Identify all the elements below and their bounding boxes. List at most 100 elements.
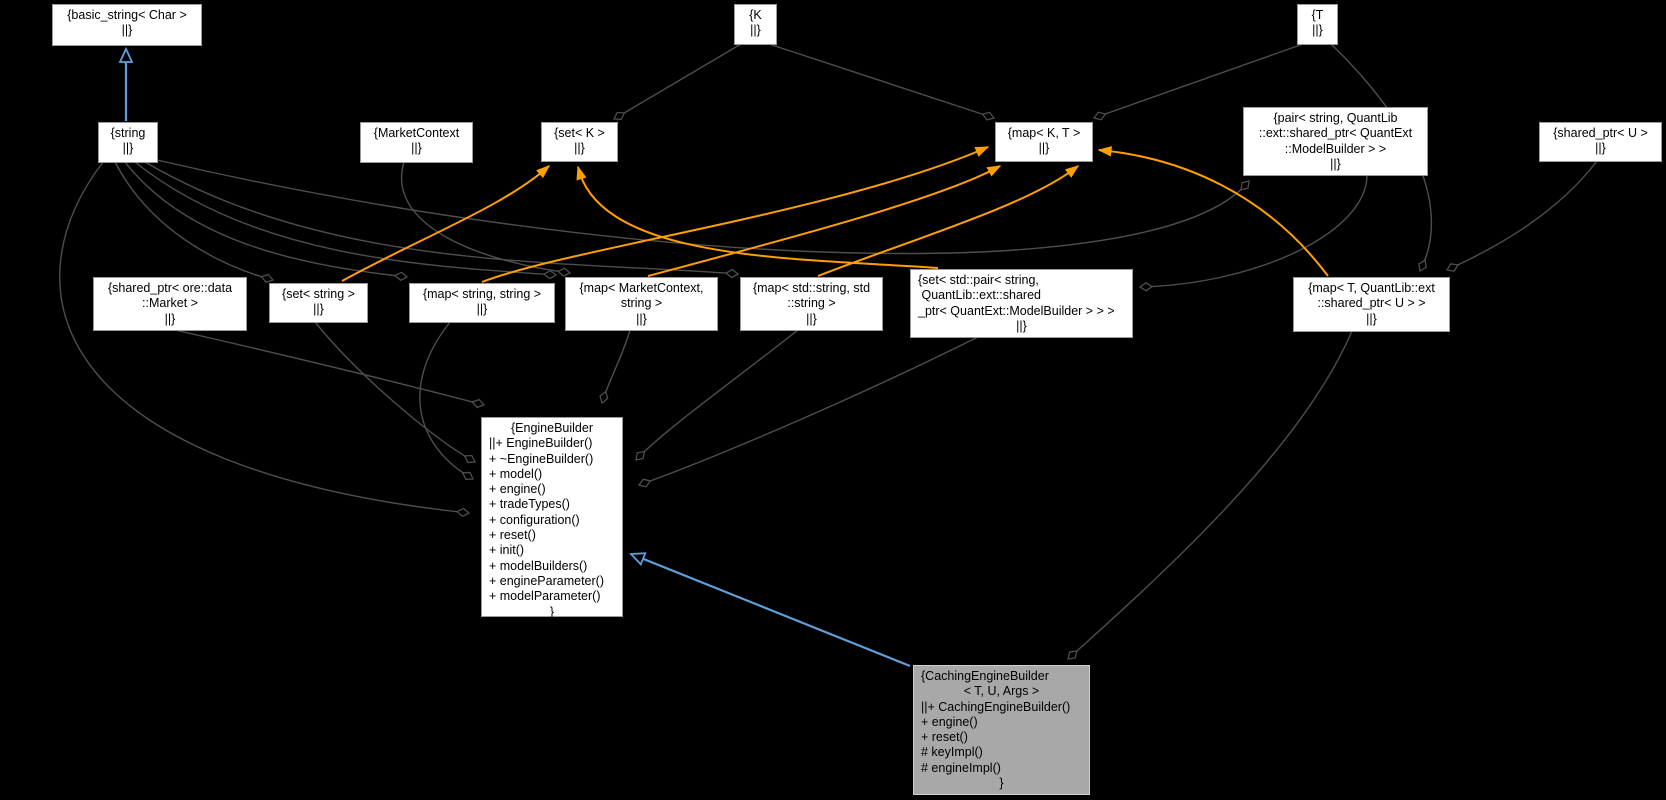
edge-head-diamond <box>1067 650 1078 660</box>
edge-head-diamond <box>471 398 486 409</box>
edge-head-diamond <box>599 390 609 405</box>
node-label: {set< std::pair< string, <box>918 273 1039 287</box>
edge-head-diamond <box>1418 259 1427 273</box>
node-t[interactable]: {T ||} <box>1297 4 1338 45</box>
node-label: ||} <box>122 141 134 156</box>
edge-head-diamond <box>393 271 409 282</box>
node-set-string[interactable]: {set< string > ||} <box>269 283 368 323</box>
edge-head-diamond <box>1240 180 1250 191</box>
node-label: {MarketContext <box>373 126 460 140</box>
node-label: ::string > <box>787 296 836 311</box>
edge-head-diamond <box>461 471 475 480</box>
node-enginebuilder[interactable]: {EngineBuilder ||+ EngineBuilder() + ~En… <box>481 417 623 619</box>
node-label: ||} <box>121 23 133 38</box>
node-label: ||} <box>1330 156 1341 171</box>
node-label: {T <box>1311 8 1324 22</box>
edge-map-mc-string-to-map-kt-template <box>647 165 1001 277</box>
edge-k-to-map-kt <box>768 43 995 119</box>
node-label: QuantLib::ext::shared <box>918 288 1041 303</box>
node-label: _ptr< QuantExt::ModelBuilder > > > <box>918 303 1115 318</box>
node-member: # keyImpl() <box>921 745 983 760</box>
edge-head-arrow <box>974 146 990 157</box>
node-label: {string <box>110 126 146 140</box>
node-map-string-string[interactable]: {map< string, string > ||} <box>409 283 555 323</box>
node-title: {CachingEngineBuilder <box>921 669 1049 683</box>
edge-head-diamond <box>1092 111 1107 121</box>
edge-head-diamond <box>1445 263 1459 272</box>
node-label: {map< std::string, std <box>752 281 871 295</box>
edge-map-t-spu-to-map-kt-template <box>1098 149 1329 277</box>
edge-set-pair-to-set-k-template <box>577 166 939 269</box>
edge-string-to-enginebuilder <box>59 161 470 514</box>
edge-set-pair-to-enginebuilder <box>638 336 979 486</box>
edge-map-std-string-to-enginebuilder <box>635 329 799 461</box>
edge-head-diamond <box>260 273 275 283</box>
node-label: string > <box>620 296 663 311</box>
edge-map-string-string-to-map-kt-template <box>481 146 989 283</box>
node-label: {shared_ptr< U > <box>1553 126 1648 140</box>
edge-head-arrow <box>536 165 551 179</box>
node-member: + reset() <box>921 730 968 745</box>
node-label: ||} <box>574 141 585 156</box>
node-shared-ptr-market[interactable]: {shared_ptr< ore::data ::Market > ||} <box>93 277 247 331</box>
node-set-pair-modelbuilder[interactable]: {set< std::pair< string, QuantLib::ext::… <box>910 269 1133 338</box>
edge-head-diamond <box>724 268 740 279</box>
node-member: + tradeTypes() <box>489 497 570 512</box>
edge-head-arrow <box>576 165 587 181</box>
node-map-kt[interactable]: {map< K, T > ||} <box>995 122 1093 162</box>
node-member: + init() <box>489 543 525 558</box>
edge-set-string-to-set-k-template <box>341 165 550 282</box>
edge-string-to-map-std-string <box>144 161 739 275</box>
node-label: {map< string, string > <box>422 287 542 301</box>
edge-string-to-map-string-string <box>124 161 408 278</box>
node-member: + configuration() <box>489 512 580 527</box>
node-closing-brace: } <box>999 776 1004 791</box>
node-title: < T, U, Args > <box>963 684 1040 699</box>
node-member: + engineParameter() <box>489 573 604 588</box>
node-shared-ptr-u[interactable]: {shared_ptr< U > ||} <box>1539 122 1662 162</box>
edge-head-diamond <box>612 111 626 121</box>
node-marketcontext[interactable]: {MarketContext ||} <box>360 122 473 163</box>
node-label: ||} <box>636 311 647 326</box>
edge-sptr-u-to-map-t-spu <box>1446 160 1598 271</box>
node-label: ||} <box>164 311 176 326</box>
node-label: {pair< string, QuantLib <box>1273 111 1398 125</box>
node-map-marketcontext-string[interactable]: {map< MarketContext, string > ||} <box>565 277 718 331</box>
edge-head-diamond <box>1138 282 1154 292</box>
edge-map-t-spu-to-cachingenginebuilder <box>1067 330 1353 660</box>
node-label: ||} <box>806 311 817 326</box>
node-label: {K <box>749 8 762 22</box>
node-member: + ~EngineBuilder() <box>489 451 594 466</box>
node-member: + model() <box>489 466 543 481</box>
edge-head-open <box>629 552 647 567</box>
edge-map-string-string-to-enginebuilder <box>419 321 474 480</box>
edge-t-to-map-kt <box>1093 43 1304 119</box>
node-set-k[interactable]: {set< K > ||} <box>541 122 618 162</box>
node-map-stdstring-stdstring[interactable]: {map< std::string, std ::string > ||} <box>740 277 883 331</box>
node-label: ||} <box>1038 141 1050 156</box>
node-map-t-sharedptr-u[interactable]: {map< T, QuantLib::ext ::shared_ptr< U >… <box>1293 277 1450 332</box>
node-label: ||} <box>476 302 488 317</box>
node-label: {map< MarketContext, <box>579 281 704 295</box>
edge-head-diamond <box>542 269 558 280</box>
node-label: {basic_string< Char > <box>67 8 187 22</box>
node-k[interactable]: {K ||} <box>734 4 777 45</box>
node-pair-modelbuilder[interactable]: {pair< string, QuantLib ::ext::shared_pt… <box>1243 107 1428 176</box>
edge-head-diamond <box>981 111 996 121</box>
node-cachingenginebuilder[interactable]: {CachingEngineBuilder < T, U, Args > ||+… <box>913 665 1090 795</box>
edge-head-diamond <box>637 478 652 488</box>
node-title: {EngineBuilder <box>510 421 593 435</box>
edge-head-diamond <box>463 454 477 464</box>
node-label: ::shared_ptr< U > > <box>1317 296 1426 311</box>
node-member: + engine() <box>921 714 978 729</box>
node-member: + engine() <box>489 482 546 497</box>
edge-head-open <box>118 46 134 63</box>
node-basic-string[interactable]: {basic_string< Char > ||} <box>52 4 202 46</box>
node-label: {map< K, T > <box>1007 126 1081 140</box>
edge-string-to-pair <box>156 159 1250 255</box>
edge-k-to-set-k <box>613 43 742 120</box>
node-string[interactable]: {string ||} <box>98 122 158 163</box>
node-member: ||+ EngineBuilder() <box>489 436 593 451</box>
node-closing-brace: } <box>549 604 555 619</box>
